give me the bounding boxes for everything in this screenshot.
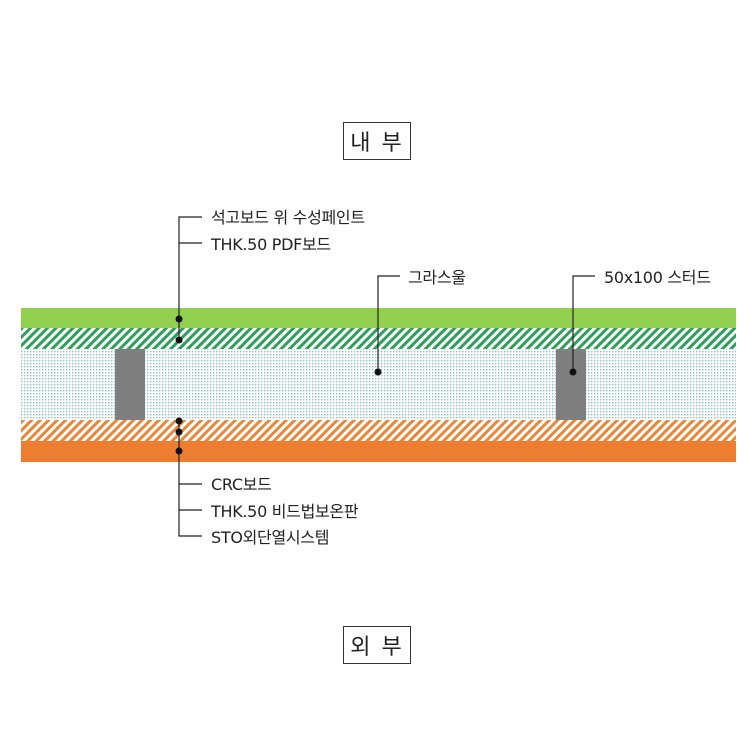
bottom-callout-leaders	[178, 421, 202, 537]
stud-left	[115, 349, 145, 420]
callout-bead-board: THK.50 비드법보온판	[211, 502, 359, 521]
insulation-leader	[377, 275, 400, 372]
stud-right	[556, 349, 586, 420]
leader-dot-crc	[175, 428, 183, 436]
leader-dot-stud	[569, 368, 577, 376]
callout-pdf-board: THK.50 PDF보드	[211, 235, 331, 254]
callout-paint: 석고보드 위 수성페인트	[211, 208, 365, 227]
callout-crc-board: CRC보드	[211, 475, 272, 494]
top-callout-leaders	[178, 216, 202, 340]
leader-dot-pdf	[175, 336, 183, 344]
callout-stud: 50x100 스터드	[604, 268, 711, 287]
outside-label: 외 부	[343, 626, 411, 664]
leader-dot-insulation	[374, 368, 382, 376]
stud-leader	[572, 275, 595, 372]
bead-board-layer	[21, 420, 736, 441]
inside-label: 내 부	[343, 122, 411, 160]
sto-layer	[21, 441, 736, 462]
leader-dot-paint	[175, 315, 183, 323]
callout-insulation: 그라스울	[408, 268, 466, 287]
leader-dot-bead-board	[175, 417, 183, 425]
callout-sto-system: STO외단열시스템	[211, 528, 330, 547]
leader-dot-sto	[175, 447, 183, 455]
